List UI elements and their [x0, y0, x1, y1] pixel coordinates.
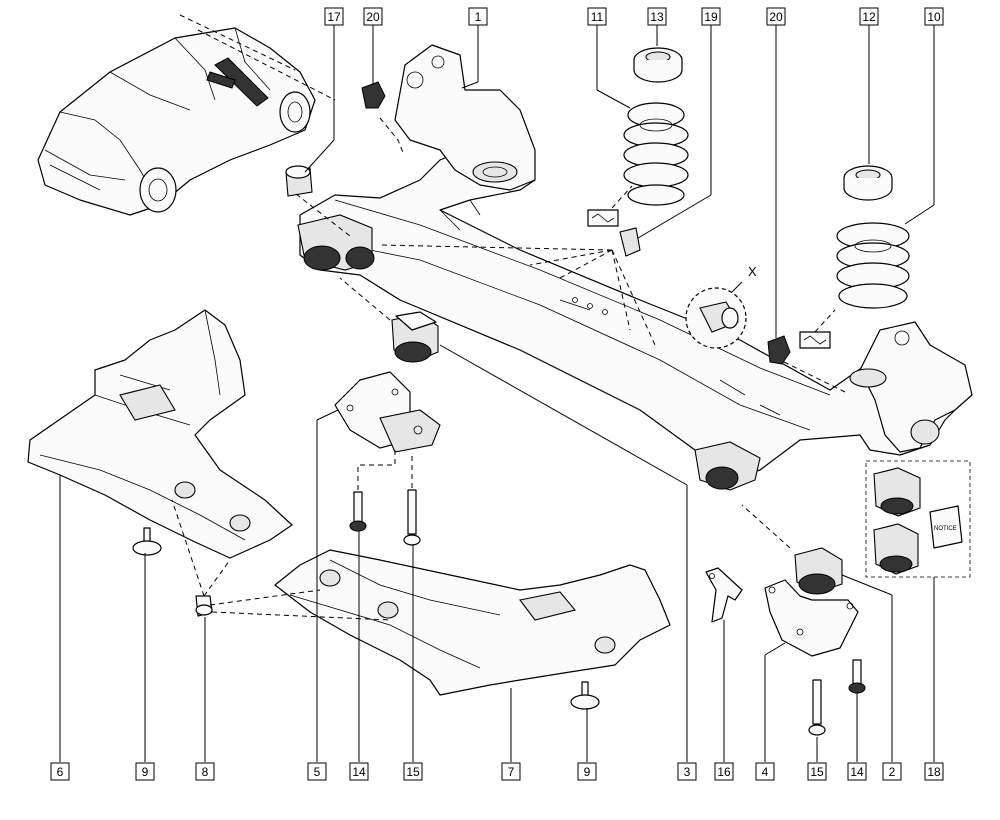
callout-1: 1	[468, 7, 488, 26]
svg-text:5: 5	[314, 765, 321, 779]
underbody-shield-6	[27, 309, 293, 559]
svg-text:18: 18	[927, 765, 941, 779]
notice-leaflet-text: NOTICE	[934, 526, 957, 532]
callout-14-left: 14	[349, 762, 369, 781]
spring-seat-12	[843, 165, 893, 201]
callout-2: 2	[882, 762, 902, 781]
svg-text:7: 7	[508, 765, 515, 779]
callout-10: 10	[924, 7, 944, 26]
callout-leader-lines	[59, 25, 935, 762]
svg-text:9: 9	[584, 765, 591, 779]
svg-text:9: 9	[142, 765, 149, 779]
svg-text:13: 13	[650, 10, 664, 24]
coil-spring-10	[836, 222, 910, 309]
callout-8: 8	[195, 762, 215, 781]
repair-kit-18: NOTICE	[865, 460, 971, 578]
clip-20-right	[767, 335, 791, 365]
screw-9-left	[132, 527, 162, 556]
svg-text:14: 14	[352, 765, 366, 779]
detail-view-x: X	[685, 264, 757, 349]
underbody-shield-7	[274, 549, 671, 696]
svg-text:10: 10	[927, 10, 941, 24]
clip-20-left	[361, 81, 386, 109]
coil-spring-11	[623, 102, 689, 206]
detail-x-label: X	[748, 264, 757, 279]
svg-text:16: 16	[717, 765, 731, 779]
callout-20-top-right: 20	[766, 7, 786, 26]
callout-4: 4	[755, 762, 775, 781]
callout-15-left: 15	[403, 762, 423, 781]
rear-axle-beam	[297, 44, 973, 491]
screw-9-right	[570, 681, 600, 710]
callout-20-top-left: 20	[363, 7, 383, 26]
svg-text:12: 12	[862, 10, 876, 24]
callout-5: 5	[307, 762, 327, 781]
bolt-14-left	[349, 491, 367, 532]
assembly-guide-lines	[171, 117, 846, 621]
svg-text:6: 6	[57, 765, 64, 779]
bushing-2	[794, 547, 843, 595]
svg-text:11: 11	[591, 10, 604, 24]
bracket-5	[334, 371, 441, 453]
bushing-3	[391, 311, 439, 363]
lubricant-symbol-right	[799, 331, 831, 349]
callout-16: 16	[714, 762, 734, 781]
svg-text:14: 14	[850, 765, 864, 779]
axle-bushing-17	[285, 165, 313, 197]
svg-text:2: 2	[889, 765, 896, 779]
bracket-4	[764, 579, 859, 657]
callout-3: 3	[677, 762, 697, 781]
callout-18: 18	[924, 762, 944, 781]
svg-text:8: 8	[202, 765, 209, 779]
callout-12: 12	[859, 7, 879, 26]
callout-7: 7	[501, 762, 521, 781]
svg-text:20: 20	[769, 10, 783, 24]
svg-text:17: 17	[327, 10, 341, 24]
svg-text:15: 15	[810, 765, 824, 779]
callout-11: 11	[587, 7, 607, 26]
svg-text:15: 15	[406, 765, 420, 779]
vehicle-location-illustration	[37, 14, 336, 216]
bracket-16	[705, 567, 743, 623]
svg-text:19: 19	[704, 10, 718, 24]
clip-8	[195, 595, 213, 617]
callout-19: 19	[701, 7, 721, 26]
bolt-14-right	[848, 659, 866, 694]
bolt-15-left	[403, 489, 421, 546]
callout-6: 6	[50, 762, 70, 781]
clip-19	[619, 227, 641, 257]
callout-15-right: 15	[807, 762, 827, 781]
callout-9-right: 9	[577, 762, 597, 781]
bolt-15-right	[808, 679, 826, 736]
callout-9-left: 9	[135, 762, 155, 781]
callout-17: 17	[324, 7, 344, 26]
callout-14-right: 14	[847, 762, 867, 781]
callout-13: 13	[647, 7, 667, 26]
svg-text:3: 3	[684, 765, 691, 779]
svg-text:4: 4	[762, 765, 769, 779]
spring-seat-13	[633, 47, 683, 83]
svg-text:1: 1	[475, 10, 482, 24]
lubricant-symbol-left	[587, 209, 619, 227]
svg-text:20: 20	[366, 10, 380, 24]
